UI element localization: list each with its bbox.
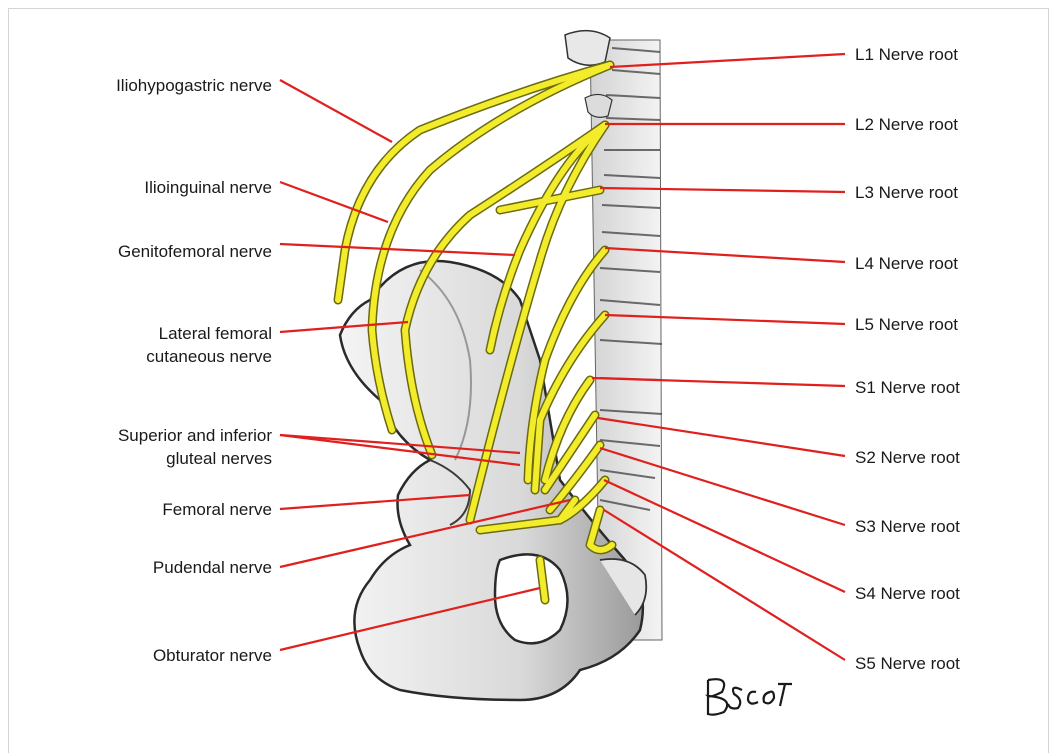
leader-genitofemoral	[280, 244, 515, 255]
label-ilioinguinal: Ilioinguinal nerve	[144, 176, 272, 199]
label-l5: L5 Nerve root	[855, 313, 958, 336]
label-l2: L2 Nerve root	[855, 113, 958, 136]
label-s5: S5 Nerve root	[855, 652, 960, 675]
leader-iliohypogastric	[280, 80, 392, 142]
label-obturator: Obturator nerve	[153, 644, 272, 667]
leader-ilioinguinal	[280, 182, 388, 222]
obturator-foramen	[495, 554, 568, 643]
label-pudendal: Pudendal nerve	[153, 556, 272, 579]
label-s2: S2 Nerve root	[855, 446, 960, 469]
label-l4: L4 Nerve root	[855, 252, 958, 275]
label-iliohypogastric: Iliohypogastric nerve	[116, 74, 272, 97]
label-s3: S3 Nerve root	[855, 515, 960, 538]
label-femoral: Femoral nerve	[162, 498, 272, 521]
label-l3: L3 Nerve root	[855, 181, 958, 204]
label-s4: S4 Nerve root	[855, 582, 960, 605]
label-s1: S1 Nerve root	[855, 376, 960, 399]
artist-signature	[708, 679, 792, 715]
label-genitofemoral: Genitofemoral nerve	[118, 240, 272, 263]
label-l1: L1 Nerve root	[855, 43, 958, 66]
